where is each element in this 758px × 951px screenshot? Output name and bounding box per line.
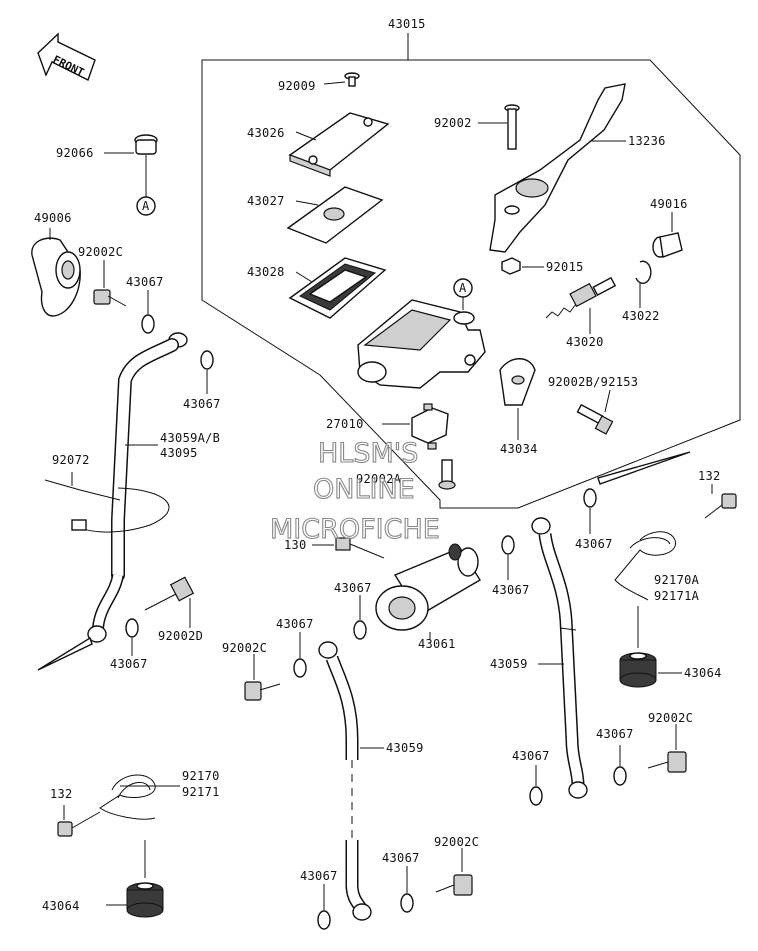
watermark: HLSM'S ONLINE MICROFICHE xyxy=(269,437,440,545)
label-43095: 43095 xyxy=(160,446,198,460)
bolt-132-left xyxy=(57,811,101,837)
brake-lever-13236 xyxy=(489,83,626,253)
brake-hose-43059-right xyxy=(531,517,588,799)
label-43061: 43061 xyxy=(418,637,456,651)
bolt-132-right xyxy=(704,493,737,519)
label-92002C-right: 92002C xyxy=(648,711,693,725)
label-43027: 43027 xyxy=(247,194,285,208)
label-43067-upper: 43067 xyxy=(126,275,164,289)
label-92170A: 92170A xyxy=(654,573,700,587)
watermark-line-2: ONLINE xyxy=(313,474,415,505)
label-92002: 92002 xyxy=(434,116,472,130)
label-49016: 49016 xyxy=(650,197,688,211)
screw-92002A xyxy=(438,459,456,490)
assembly-outline xyxy=(201,59,741,509)
label-92002C-mid: 92002C xyxy=(222,641,267,655)
label-13236: 13236 xyxy=(628,134,666,148)
label-43067-right-upper: 43067 xyxy=(575,537,613,551)
label-43028: 43028 xyxy=(247,265,285,279)
watermark-line-3: MICROFICHE xyxy=(270,514,440,545)
front-arrow: FRONT xyxy=(37,32,96,81)
diaphragm-plate-43027 xyxy=(286,186,384,244)
banjo-bolt-92002C-right xyxy=(647,751,687,773)
label-43067-lower-left: 43067 xyxy=(110,657,148,671)
label-43059-right: 43059 xyxy=(490,657,528,671)
cap-92066 xyxy=(134,134,158,155)
label-92002D: 92002D xyxy=(158,629,203,643)
label-92002C-upper: 92002C xyxy=(78,245,123,259)
svg-text:A: A xyxy=(459,281,467,295)
grommet-43064-left xyxy=(126,882,164,918)
circlip-43022 xyxy=(635,260,652,284)
screw-92009 xyxy=(344,72,360,87)
banjo-cover-49006 xyxy=(31,237,81,317)
label-43059AB: 43059A/B xyxy=(160,431,220,445)
label-43067-bottom-left: 43067 xyxy=(300,869,338,883)
label-43034: 43034 xyxy=(500,442,538,456)
reservoir-cap-43026 xyxy=(288,112,390,177)
label-43067-right-lower: 43067 xyxy=(596,727,634,741)
label-43020: 43020 xyxy=(566,335,604,349)
piston-kit-43020 xyxy=(545,276,617,319)
label-92170: 92170 xyxy=(182,769,220,783)
label-92015: 92015 xyxy=(546,260,584,274)
label-130: 130 xyxy=(284,538,307,552)
label-43064-left: 43064 xyxy=(42,899,80,913)
label-43026: 43026 xyxy=(247,126,285,140)
label-92072: 92072 xyxy=(52,453,90,467)
pivot-bolt-92002 xyxy=(504,104,520,150)
holder-clamp-43034 xyxy=(499,358,536,406)
hose-guide-92170A xyxy=(614,531,676,601)
label-43067-right-bottom: 43067 xyxy=(512,749,550,763)
label-43067-bottom-center: 43067 xyxy=(382,851,420,865)
bolt-92002D xyxy=(144,576,195,611)
banjo-bolt-92002C-upper xyxy=(93,289,127,307)
diaphragm-43028 xyxy=(288,257,387,319)
brake-switch-27010 xyxy=(411,403,449,450)
label-92002B-92153: 92002B/92153 xyxy=(548,375,638,389)
banjo-bolt-92002C-bottom xyxy=(435,874,473,896)
label-92009: 92009 xyxy=(278,79,316,93)
label-43022: 43022 xyxy=(622,309,660,323)
label-43067-center: 43067 xyxy=(334,581,372,595)
bolt-92002B xyxy=(576,403,614,435)
part-labels: 43015 92009 43026 43027 43028 92002 1323… xyxy=(34,17,722,913)
label-43064-right: 43064 xyxy=(684,666,722,680)
dust-boot-49016 xyxy=(652,232,683,258)
label-43059-center: 43059 xyxy=(386,741,424,755)
watermark-line-1: HLSM'S xyxy=(318,438,418,469)
label-49006: 49006 xyxy=(34,211,72,225)
label-43067-mid: 43067 xyxy=(492,583,530,597)
brake-hose-43059AB xyxy=(87,332,188,643)
label-92171A: 92171A xyxy=(654,589,700,603)
label-132-left: 132 xyxy=(50,787,73,801)
hose-clamp-92072 xyxy=(44,479,170,533)
label-27010: 27010 xyxy=(326,417,364,431)
label-43015: 43015 xyxy=(388,17,426,31)
cylinder-43061 xyxy=(375,543,481,631)
label-92002A: 92002A xyxy=(356,472,402,486)
bolt-130 xyxy=(335,537,385,559)
hose-guide-92170 xyxy=(99,774,156,820)
label-43067-hose: 43067 xyxy=(183,397,221,411)
grommet-43064-right xyxy=(619,652,657,688)
svg-text:A: A xyxy=(142,199,150,213)
master-cylinder-body xyxy=(357,299,486,389)
callout-a-lower: A xyxy=(136,196,156,216)
label-92066: 92066 xyxy=(56,146,94,160)
label-92002C-bottom: 92002C xyxy=(434,835,479,849)
washers xyxy=(125,314,627,930)
label-132-right: 132 xyxy=(698,469,721,483)
banjo-bolt-92002C-mid xyxy=(244,681,281,701)
callout-a-upper: A xyxy=(453,278,473,310)
brake-hose-43059-center xyxy=(318,641,372,921)
label-92171: 92171 xyxy=(182,785,220,799)
label-43067-mid-left: 43067 xyxy=(276,617,314,631)
nut-92015 xyxy=(501,257,521,275)
